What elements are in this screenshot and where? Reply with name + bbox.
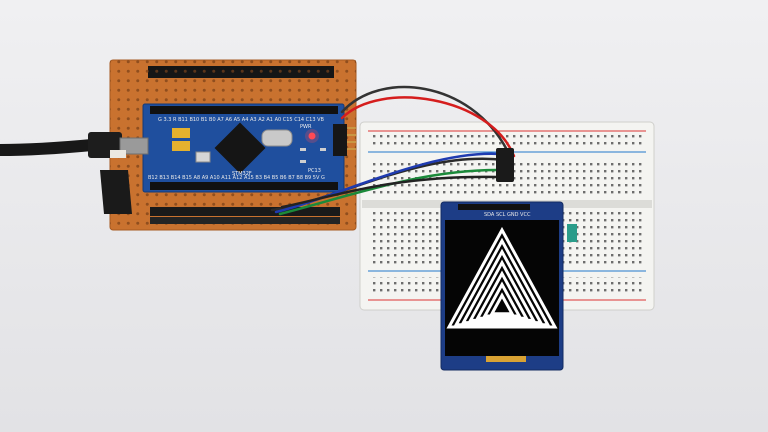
concentric-triangles bbox=[446, 226, 558, 329]
pc13-label: PC13 bbox=[308, 168, 321, 174]
pwr-label: PWR bbox=[300, 124, 312, 130]
wire-red bbox=[340, 96, 516, 158]
triangle-outline bbox=[482, 281, 522, 318]
triangle-outline bbox=[460, 248, 544, 325]
pin-row-bottom-label: B12 B13 B14 B15 A8 A9 A10 A11 A12 A15 B3… bbox=[148, 175, 325, 181]
pin-row-top-label: G 3.3 R B11 B10 B1 B0 A7 A6 A5 A4 A3 A2 … bbox=[158, 117, 325, 123]
usb-cable bbox=[0, 132, 149, 214]
jumper-wires bbox=[270, 85, 516, 216]
triangle-outline bbox=[475, 270, 529, 320]
stm32-board bbox=[142, 103, 356, 193]
triangle-outline bbox=[489, 292, 515, 316]
triangle-outline bbox=[453, 237, 551, 327]
display-header-label: SDA SCL GND VCC bbox=[484, 212, 531, 218]
wire-black-3 bbox=[280, 175, 500, 209]
chip-label: STM32F bbox=[232, 171, 252, 177]
pwr-led bbox=[308, 132, 316, 140]
display-module bbox=[440, 201, 577, 371]
triangle-outline bbox=[467, 259, 537, 322]
triangle-outline bbox=[446, 226, 558, 329]
wire-blue bbox=[274, 152, 502, 214]
